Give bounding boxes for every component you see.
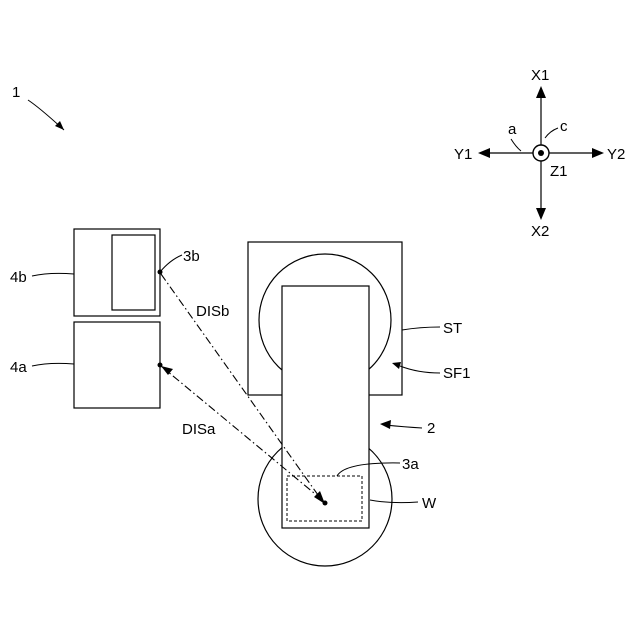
wafer-w-leader — [370, 500, 418, 503]
stage-sf1-arrowhead — [392, 362, 401, 369]
stage-sf1-label: SF1 — [443, 365, 471, 382]
stage-st-label: ST — [443, 320, 462, 337]
robot-hand-arm — [282, 286, 369, 528]
axis-y2-label: Y2 — [607, 146, 625, 163]
robot-hand-label: 2 — [427, 420, 435, 437]
axis-y1-label: Y1 — [454, 146, 472, 163]
axis-y1-arrowhead — [478, 148, 490, 158]
stage-st-leader — [402, 327, 440, 330]
axis-c-label: c — [560, 118, 568, 135]
wafer-w-label: W — [422, 495, 437, 512]
system-ref-label: 1 — [12, 84, 20, 101]
camera-4b-inner — [112, 235, 155, 310]
robot-hand-leader — [385, 425, 422, 428]
point-3b-label: 3b — [183, 248, 200, 265]
distance-a-arrowhead-top — [161, 366, 173, 375]
axis-x1-label: X1 — [531, 67, 549, 84]
mark-3a-dot — [323, 501, 328, 506]
camera-4a-leader — [32, 363, 74, 366]
system-ref-arrowhead — [55, 121, 64, 130]
camera-4b-box — [74, 229, 160, 316]
distance-b-label: DISb — [196, 303, 229, 320]
camera-4a-box — [74, 322, 160, 408]
mark-3a-label: 3a — [402, 456, 419, 473]
camera-4a-label: 4a — [10, 359, 27, 376]
axis-z1-dot — [538, 150, 544, 156]
axis-c-leader — [545, 128, 558, 138]
stage-sf1-leader — [400, 366, 440, 373]
axes-indicator: X1 X2 Y1 Y2 Z1 a c — [454, 67, 625, 240]
camera-4b-leader — [32, 273, 74, 276]
point-3b-leader — [160, 255, 182, 272]
axis-z1-label: Z1 — [550, 163, 568, 180]
distance-a-label: DISa — [182, 421, 216, 438]
axis-y2-arrowhead — [592, 148, 604, 158]
axis-a-leader — [511, 139, 521, 151]
robot-hand-arrowhead — [380, 420, 391, 429]
axis-x2-label: X2 — [531, 223, 549, 240]
axis-x1-arrowhead — [536, 86, 546, 98]
camera-4b-label: 4b — [10, 269, 27, 286]
axis-a-label: a — [508, 121, 517, 138]
axis-x2-arrowhead — [536, 208, 546, 220]
